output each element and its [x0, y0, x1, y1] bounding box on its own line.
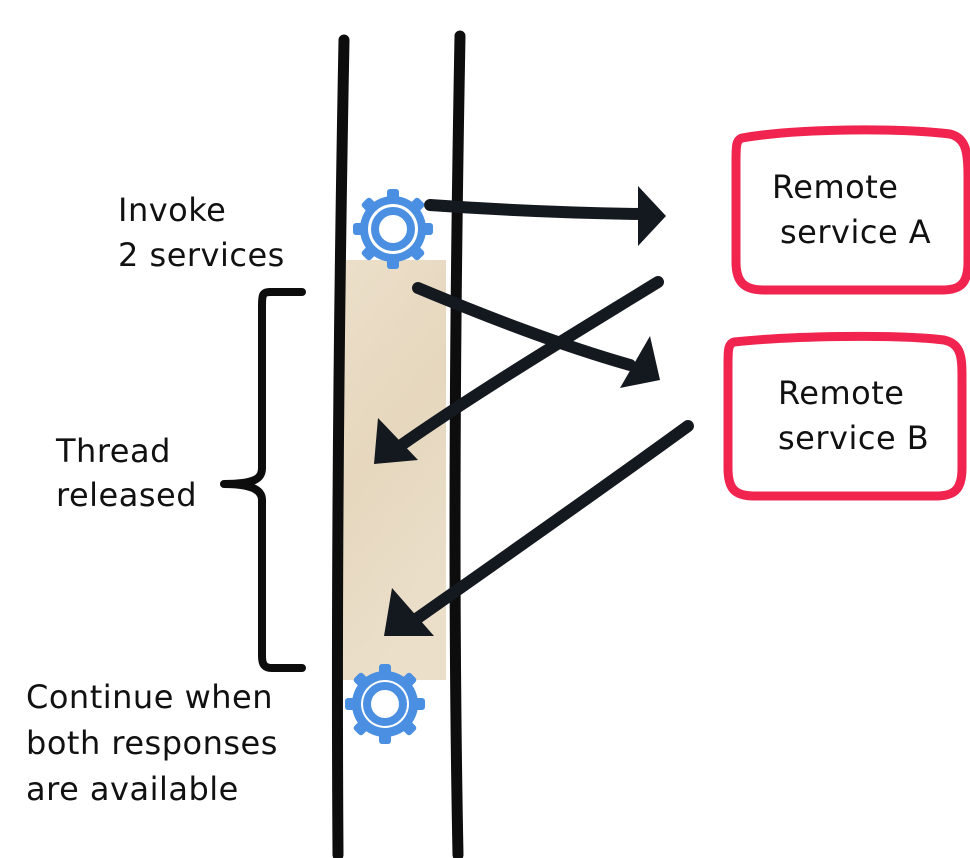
- released-line-2: released: [56, 476, 197, 514]
- invoke-line-2: 2 services: [118, 236, 285, 274]
- service-a-line-1: Remote: [772, 168, 898, 206]
- service-b-line-2: service B: [778, 419, 929, 457]
- continue-line-3: are available: [26, 770, 239, 808]
- service-b-label: Remote service B: [778, 374, 929, 457]
- gear-teeth: [345, 664, 425, 744]
- arrow-request-b: [412, 282, 660, 388]
- service-a-label: Remote service A: [772, 168, 931, 251]
- continue-label: Continue when both responses are availab…: [26, 678, 289, 808]
- service-b-line-1: Remote: [778, 374, 904, 412]
- gear-teeth: [353, 189, 433, 269]
- released-label: Thread released: [55, 432, 197, 514]
- invoke-label: Invoke 2 services: [118, 191, 285, 274]
- service-b-box: Remote service B: [723, 331, 967, 501]
- continue-line-1: Continue when: [26, 678, 273, 716]
- continue-line-2: both responses: [26, 724, 278, 762]
- gear-icon: [353, 189, 433, 269]
- thread-left-line: [331, 34, 350, 858]
- released-line-1: Thread: [55, 432, 171, 470]
- arrow-request-a: [424, 186, 666, 246]
- invoke-line-1: Invoke: [118, 191, 226, 229]
- arrow-response-a: [374, 276, 664, 464]
- gear-icon: [345, 664, 425, 744]
- arrow-response-b: [384, 420, 694, 636]
- service-a-line-2: service A: [780, 213, 931, 251]
- service-a-box: Remote service A: [731, 125, 970, 295]
- thread-right-line: [449, 30, 466, 858]
- released-brace: [220, 288, 306, 672]
